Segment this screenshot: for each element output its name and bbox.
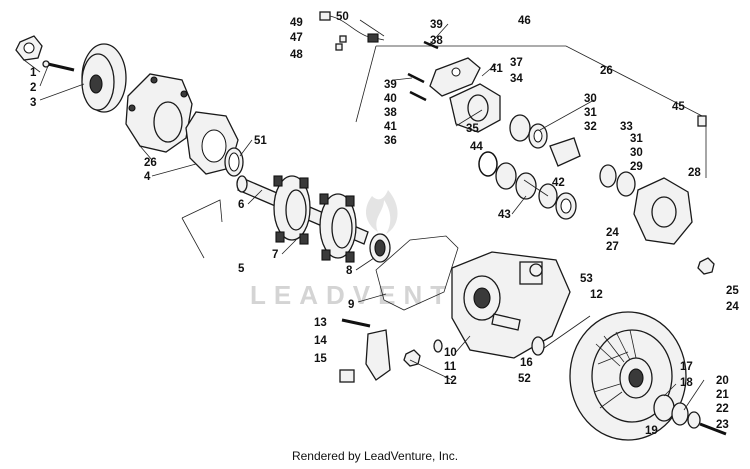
mount-plate-46 [429,57,481,97]
callout-layer: 1232645165789494748503938463734264139403… [30,11,739,437]
callout-label: 1 [30,67,37,79]
callout-label: 20 [716,375,729,387]
callout-label: 14 [314,335,327,347]
output-shaft [491,313,521,331]
callout-label: 12 [444,375,457,387]
sensor-harness [319,11,385,51]
callout-label: 26 [144,157,157,169]
callout-label: 39 [384,79,397,91]
spring-stack [653,394,701,429]
callout-label: 12 [590,289,603,301]
bearing-stack [509,114,548,149]
callout-label: 47 [290,32,303,44]
callout-label: 2 [30,82,36,94]
pad-15 [339,369,355,383]
callout-label: 10 [444,347,457,359]
drive-clutch-parts [15,35,244,177]
retainer-nut [15,35,43,61]
assembly-bracket-lines [181,45,707,259]
cap-45 [697,115,707,127]
callout-label: 23 [716,419,729,431]
callout-label: 36 [384,135,397,147]
callout-label: 41 [490,63,503,75]
callout-label: 28 [688,167,701,179]
callout-label: 24 [726,301,739,313]
callout-label: 4 [144,171,151,183]
callout-label: 38 [430,35,443,47]
movable-sheave [81,43,127,113]
driven-clutch [569,311,727,441]
chaincase-group [375,235,571,359]
callout-label: 50 [336,11,349,23]
callout-label: 42 [552,177,565,189]
drive-sprocket-right [319,193,357,263]
callout-label: 6 [238,199,244,211]
callout-label: 11 [444,361,457,373]
bracket-14 [365,329,391,381]
callout-label: 31 [584,107,597,119]
bearing-42-43 [495,162,577,220]
callout-label: 25 [726,285,739,297]
callout-label: 31 [630,133,643,145]
bolt-23 [699,422,727,436]
callout-label: 39 [430,19,443,31]
brake-hardware [339,318,443,383]
callout-label: 21 [716,389,729,401]
spider-housing [125,73,193,153]
callout-label: 30 [630,147,643,159]
credit-line: Rendered by LeadVenture, Inc. [291,449,459,463]
clip-44 [478,151,498,177]
callout-label: 5 [238,263,245,275]
callout-label: 44 [470,141,483,153]
brake-pad-32 [549,137,581,167]
driveshaft-assembly [236,175,391,263]
callout-label: 7 [272,249,278,261]
callout-label: 46 [518,15,531,27]
callout-label: 8 [346,265,353,277]
upper-right-assembly [319,11,715,275]
callout-label: 41 [384,121,397,133]
drive-sprocket-left [273,175,311,245]
callout-label: 18 [680,377,693,389]
callout-label: 17 [680,361,693,373]
callout-label: 32 [584,121,597,133]
callout-label: 9 [348,299,354,311]
callout-label: 52 [518,373,531,385]
gasket [375,235,459,311]
chaincase-housing [451,251,571,359]
callout-label: 37 [510,57,523,69]
callout-label: 15 [314,353,327,365]
callout-label: 43 [498,209,511,221]
nut-25 [697,257,715,275]
bearing-housing-36 [449,83,501,133]
ring-16 [531,336,545,356]
callout-label: 29 [630,161,643,173]
callout-label: 40 [384,93,397,105]
bearing-8 [369,233,391,263]
callout-label: 3 [30,97,36,109]
seal-ring [224,147,244,177]
callout-label: 16 [520,357,533,369]
callout-label: 49 [290,17,303,29]
callout-label: 22 [716,403,729,415]
callout-label: 19 [645,425,658,437]
callout-label: 45 [672,101,685,113]
callout-label: 35 [466,123,479,135]
callout-label: 38 [384,107,397,119]
chaincase-cover-28 [633,177,693,245]
callout-label: 24 [606,227,619,239]
callout-label: 34 [510,73,523,85]
callout-label: 26 [600,65,613,77]
callout-label: 51 [254,135,267,147]
callout-label: 48 [290,49,303,61]
bolt [42,60,75,72]
callout-label: 30 [584,93,597,105]
callout-label: 53 [580,273,593,285]
callout-label: 33 [620,121,633,133]
callout-label: 13 [314,317,327,329]
leader-lines [23,19,705,411]
callout-label: 27 [606,241,619,253]
